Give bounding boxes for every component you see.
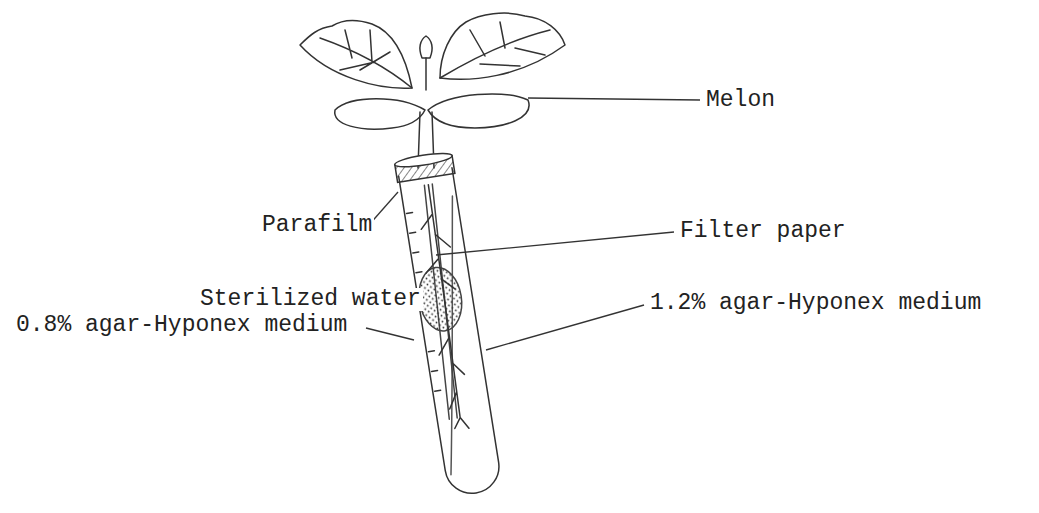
plant-label: Melon (704, 89, 777, 112)
medium-label: 0.8% agar-Hyponex medium (14, 314, 349, 337)
paper-label: Filter paper (678, 220, 848, 243)
water-label: Sterilized water (198, 288, 423, 311)
cap-label: Parafilm (260, 214, 374, 237)
medium-label: 1.2% agar-Hyponex medium (648, 292, 983, 315)
